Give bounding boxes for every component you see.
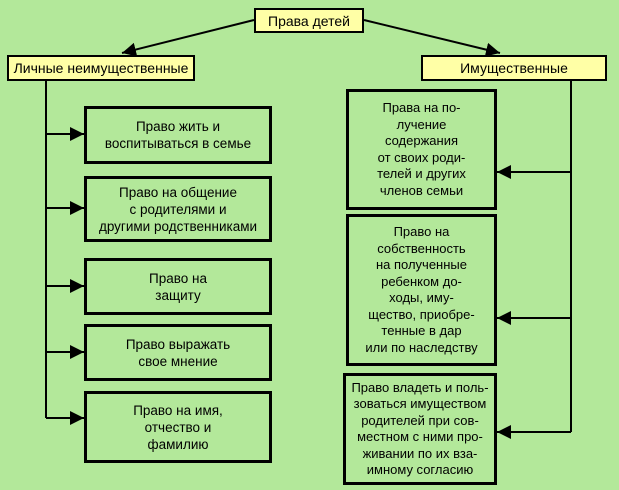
left-item-opinion: Право выражать свое мнение (84, 324, 272, 381)
left-item-name: Право на имя, отчество и фамилию (84, 391, 272, 463)
right-item-parents-property: Право владеть и поль- зоваться имущество… (343, 373, 497, 485)
right-item-property: Право на собственность на полученные реб… (346, 214, 497, 366)
root-to-right-arrow (363, 19, 501, 57)
right-category-node: Имущественные (421, 55, 607, 81)
left-item-protection: Право на защиту (84, 258, 272, 315)
right-item-maintenance: Права на по- лучение содержания от своих… (346, 89, 497, 210)
left-item-family: Право жить и воспитываться в семье (84, 106, 272, 164)
left-category-node: Личные неимущественные (7, 55, 195, 81)
left-item-communication: Право на общение с родителями и другими … (84, 176, 272, 242)
root-node: Права детей (254, 8, 364, 33)
root-to-left-arrow (121, 19, 255, 57)
